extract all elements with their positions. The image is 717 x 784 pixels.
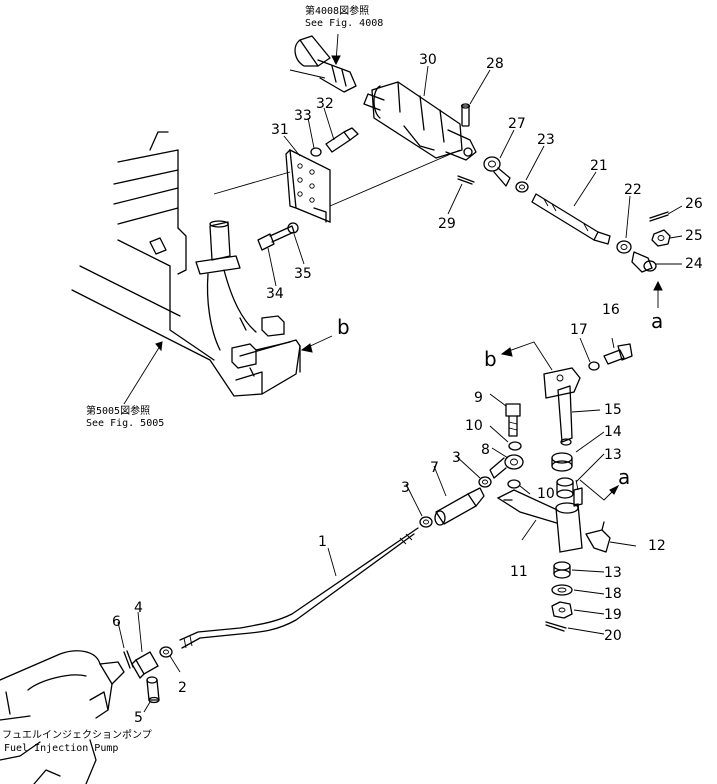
part-label-2: 2: [178, 680, 187, 696]
part-label-22: 22: [624, 182, 642, 198]
turnbuckle-rod-21: [531, 193, 611, 245]
part-label-13-upper: 13: [604, 447, 622, 463]
ref-fig-5005-jp: 第5005図参照: [86, 404, 150, 417]
part-label-34: 34: [266, 286, 284, 302]
cotter-pin-29: [457, 175, 475, 185]
part-label-4: 4: [134, 600, 143, 616]
washer-10-upper: [508, 441, 522, 451]
pump-label-en: Fuel Injection Pump: [4, 743, 118, 754]
bolt-9: [505, 403, 521, 437]
part-label-13-lower: 13: [604, 565, 622, 581]
part-label-7: 7: [430, 460, 439, 476]
part-label-26: 26: [685, 196, 703, 212]
part-label-11: 11: [510, 564, 528, 580]
pin-5: [146, 676, 160, 704]
part-label-8: 8: [481, 442, 490, 458]
part-label-6: 6: [112, 614, 121, 630]
pin-28: [460, 103, 471, 127]
bushing-13-upper: [556, 477, 574, 499]
view-arrow-a-upper: [653, 280, 663, 308]
rod-end-24: [631, 251, 657, 273]
cotter-pin-20: [545, 621, 567, 632]
pump-label-jp: フュエルインジェクションポンプ: [2, 729, 152, 741]
view-letter-b-right: b: [484, 347, 497, 371]
cotter-pin-6: [123, 650, 134, 669]
leader-lines: [117, 33, 683, 713]
part-label-29: 29: [438, 216, 456, 232]
nut-23: [515, 181, 529, 193]
part-label-20: 20: [604, 628, 622, 644]
bushing-13-lower: [553, 561, 571, 579]
part-label-35: 35: [294, 266, 312, 282]
bolt-16: [603, 343, 633, 365]
view-arrow-b-right: [500, 341, 553, 371]
nut-22: [616, 240, 632, 254]
part-label-24: 24: [685, 256, 703, 272]
part-label-1: 1: [318, 534, 327, 550]
nut-2: [159, 646, 173, 658]
part-label-19: 19: [604, 607, 622, 623]
part-label-3-lower: 3: [401, 480, 410, 496]
washer-17: [588, 361, 600, 371]
part-label-30: 30: [419, 52, 437, 68]
cotter-pin-26: [649, 211, 669, 222]
view-letter-b-left: b: [337, 315, 350, 339]
nut-3-upper: [478, 476, 492, 488]
washer-35: [287, 222, 299, 234]
part-label-21: 21: [590, 158, 608, 174]
bolt-32: [325, 127, 359, 153]
part-label-12: 12: [648, 538, 666, 554]
part-label-31: 31: [271, 122, 289, 138]
washer-33: [310, 147, 322, 157]
collar-14: [551, 452, 573, 472]
fitting-12: [585, 521, 611, 553]
part-label-10-upper: 10: [465, 418, 483, 434]
view-letter-a-upper: a: [651, 309, 663, 333]
nut-25: [651, 229, 671, 247]
part-label-25: 25: [685, 228, 703, 244]
ref-fig-4008-en: See Fig. 4008: [305, 18, 383, 29]
rod-1: [179, 527, 419, 649]
alignment-line: [213, 171, 291, 195]
part-label-14: 14: [604, 424, 622, 440]
machine-frame: [71, 131, 301, 397]
bracket-15: [543, 367, 581, 446]
part-label-5: 5: [134, 710, 143, 726]
rod-end-27: [483, 156, 511, 187]
part-label-16: 16: [602, 302, 620, 318]
part-label-28: 28: [486, 56, 504, 72]
part-label-33: 33: [294, 108, 312, 124]
part-label-18: 18: [604, 586, 622, 602]
ref-fig-4008-jp: 第4008図参照: [305, 4, 369, 17]
alignment-line: [329, 149, 461, 207]
rod-end-4: [131, 651, 159, 679]
washer-10-lower: [507, 479, 521, 489]
view-letter-a-lower: a: [618, 465, 630, 489]
bolt-34: [257, 225, 295, 251]
part-label-17: 17: [570, 322, 588, 338]
part-label-9: 9: [474, 390, 483, 406]
cylinder-30: [363, 81, 477, 161]
washer-18: [551, 584, 573, 596]
view-arrow-a-lower: [579, 479, 620, 501]
part-label-10-lower: 10: [537, 486, 555, 502]
ref-fig-5005-en: See Fig. 5005: [86, 418, 164, 429]
rod-end-8: [489, 454, 524, 479]
part-label-23: 23: [537, 132, 555, 148]
lever-11: [496, 479, 583, 553]
fuel-injection-pump: [0, 650, 125, 784]
view-arrow-b-left: [300, 335, 333, 353]
nut-19: [551, 601, 573, 619]
upstream-rod-assembly: [289, 35, 357, 93]
part-label-15: 15: [604, 402, 622, 418]
turnbuckle-7: [434, 487, 485, 526]
part-label-3-upper: 3: [452, 450, 461, 466]
nut-3-lower: [419, 516, 433, 528]
part-label-32: 32: [316, 96, 334, 112]
part-label-27: 27: [508, 116, 526, 132]
bracket-31: [285, 148, 331, 223]
